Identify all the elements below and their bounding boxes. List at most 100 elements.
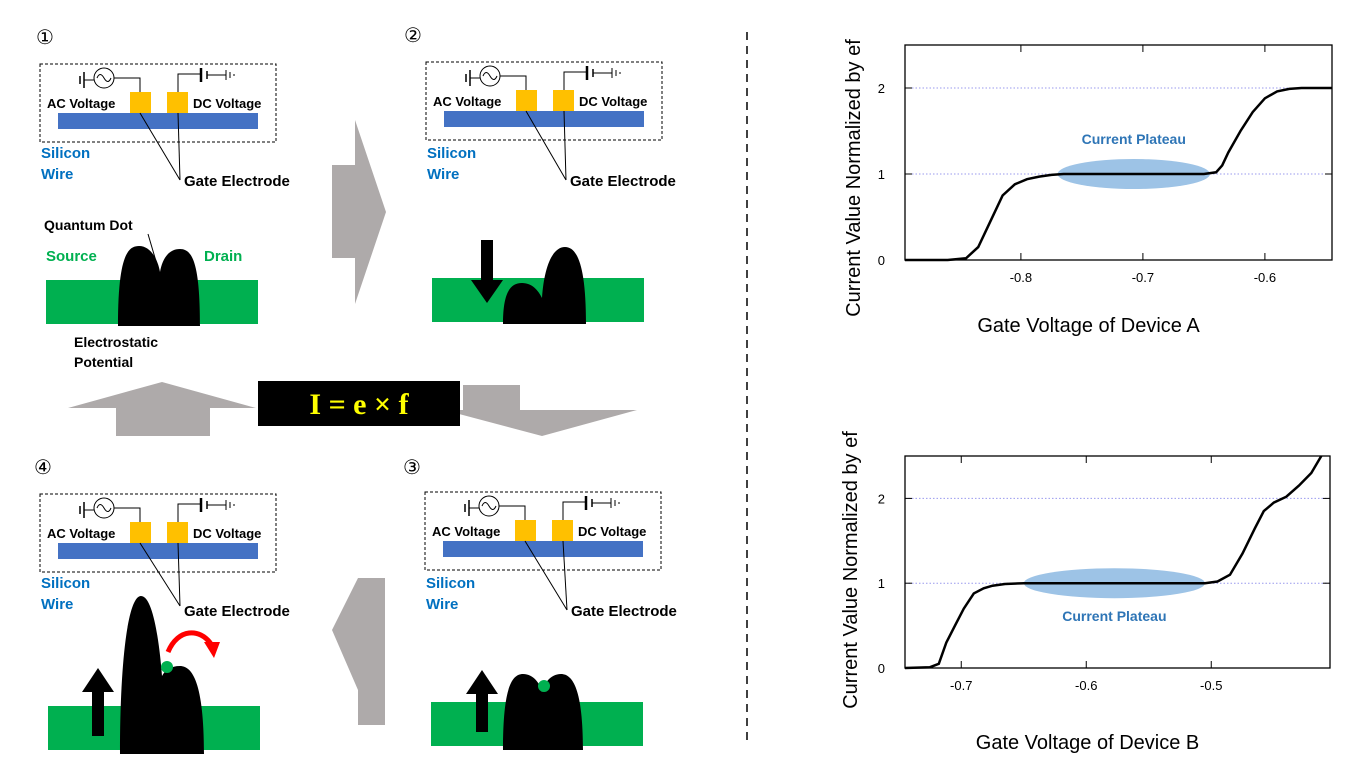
leader-line: [563, 110, 567, 181]
cycle-arrow-left-icon: [332, 578, 385, 725]
silicon-wire: [58, 543, 258, 559]
quantum-dot-label: Quantum Dot: [44, 217, 133, 233]
leader-line: [139, 112, 181, 181]
x-tick-label: -0.7: [1132, 270, 1154, 285]
chart-device-a: -0.8 -0.7 -0.6 0 1 2 Current Plateau Gate Vol…: [843, 39, 1333, 337]
dc-source-icon: [563, 66, 621, 92]
silicon-wire-label-line1: Silicon: [41, 145, 90, 162]
gate-electrode-label: Gate Electrode: [571, 603, 677, 620]
x-tick-label: -0.7: [950, 678, 972, 693]
source-label: Source: [46, 248, 97, 265]
y-tick-label: 0: [878, 253, 885, 268]
leader-line: [177, 112, 181, 181]
gate-electrode-ac: [130, 92, 151, 113]
silicon-wire-label-line2: Wire: [41, 166, 73, 183]
dc-source-icon: [177, 68, 235, 94]
leader-line: [525, 110, 567, 181]
cycle-arrow-up-icon: [68, 382, 256, 436]
potential-barrier: [503, 247, 586, 324]
step-number: ②: [404, 25, 422, 47]
silicon-wire-label-line2: Wire: [41, 596, 73, 613]
gate-electrode-label: Gate Electrode: [570, 173, 676, 190]
arrow-down-icon: [471, 240, 503, 303]
dc-source-icon: [562, 496, 620, 522]
electron: [538, 680, 550, 692]
current-plateau-label: Current Plateau: [1082, 131, 1186, 147]
dc-source-icon: [177, 498, 235, 524]
panel-step-3: ③ AC Voltage DC Voltage Silicon Wire Ga: [403, 457, 677, 750]
ticks: -0.8 -0.7 -0.6 0 1 2: [878, 45, 1332, 285]
x-tick-label: -0.8: [1010, 270, 1032, 285]
y-axis-label: Current Value Normalized by ef: [843, 39, 865, 317]
silicon-wire: [58, 113, 258, 129]
ac-voltage-label: AC Voltage: [432, 524, 500, 539]
silicon-wire: [443, 541, 643, 557]
potential-barrier: [503, 674, 583, 750]
current-plateau-label: Current Plateau: [1062, 608, 1166, 624]
gate-electrode-ac: [515, 520, 536, 541]
y-axis-label: Current Value Normalized by ef: [840, 431, 862, 709]
ac-voltage-label: AC Voltage: [433, 94, 501, 109]
arrow-up-icon: [466, 670, 498, 732]
dc-voltage-label: DC Voltage: [193, 526, 261, 541]
panel-step-2: ② AC Voltage DC Voltage Silicon Wire Ga: [404, 25, 676, 324]
potential-barrier: [120, 596, 204, 754]
ac-source-icon: [79, 497, 141, 524]
circuit-box: [425, 61, 663, 141]
formula-box: [258, 381, 460, 426]
gate-electrode-label: Gate Electrode: [184, 173, 290, 190]
silicon-wire: [444, 111, 644, 127]
potential-label-line1: Electrostatic: [74, 334, 158, 350]
panel-step-1: ① AC Voltage DC Voltage Silicon Wire: [36, 27, 290, 370]
ac-source-icon: [79, 67, 141, 94]
y-tick-label: 1: [878, 167, 885, 182]
gate-electrode-ac: [130, 522, 151, 543]
silicon-wire-label-line1: Silicon: [427, 145, 476, 162]
panel-step-4: ④ AC Voltage DC Voltage Silicon Wire Ga: [34, 457, 290, 754]
drain-label: Drain: [204, 248, 242, 265]
potential-barrier: [118, 246, 200, 326]
x-axis-label: Gate Voltage of Device A: [977, 315, 1200, 337]
formula-text: I = e × f: [309, 388, 409, 421]
transfer-arrow-head-icon: [204, 642, 220, 658]
gate-electrode-ac: [516, 90, 537, 111]
leader-line: [524, 540, 568, 611]
silicon-wire-label-line2: Wire: [426, 596, 458, 613]
gate-electrode-dc: [167, 522, 188, 543]
silicon-wire-label-line1: Silicon: [426, 575, 475, 592]
step-number: ④: [34, 457, 52, 479]
x-tick-label: -0.6: [1075, 678, 1097, 693]
gate-electrode-label: Gate Electrode: [184, 603, 290, 620]
silicon-wire-label-line2: Wire: [427, 166, 459, 183]
step-number: ①: [36, 27, 54, 49]
ac-source-icon: [465, 65, 527, 92]
arrow-up-icon: [82, 668, 114, 736]
ac-voltage-label: AC Voltage: [47, 526, 115, 541]
leader-line: [139, 542, 181, 607]
dc-voltage-label: DC Voltage: [193, 96, 261, 111]
series-line: [905, 86, 1332, 262]
gate-electrode-dc: [552, 520, 573, 541]
plot-frame: [904, 455, 1331, 669]
ac-source-icon: [464, 495, 526, 522]
y-tick-label: 1: [878, 576, 885, 591]
dc-voltage-label: DC Voltage: [578, 524, 646, 539]
series-line: [904, 455, 1323, 670]
step-number: ③: [403, 457, 421, 479]
x-tick-label: -0.6: [1254, 270, 1276, 285]
potential-label-line2: Potential: [74, 354, 133, 370]
grid: [905, 497, 1330, 584]
silicon-wire-label-line1: Silicon: [41, 575, 90, 592]
x-axis-label: Gate Voltage of Device B: [976, 732, 1199, 754]
leader-line: [177, 542, 181, 607]
leader-line: [562, 540, 568, 611]
ac-voltage-label: AC Voltage: [47, 96, 115, 111]
y-tick-label: 2: [878, 81, 885, 96]
y-tick-label: 0: [878, 661, 885, 676]
electron: [161, 661, 173, 673]
y-tick-label: 2: [878, 491, 885, 506]
dc-voltage-label: DC Voltage: [579, 94, 647, 109]
